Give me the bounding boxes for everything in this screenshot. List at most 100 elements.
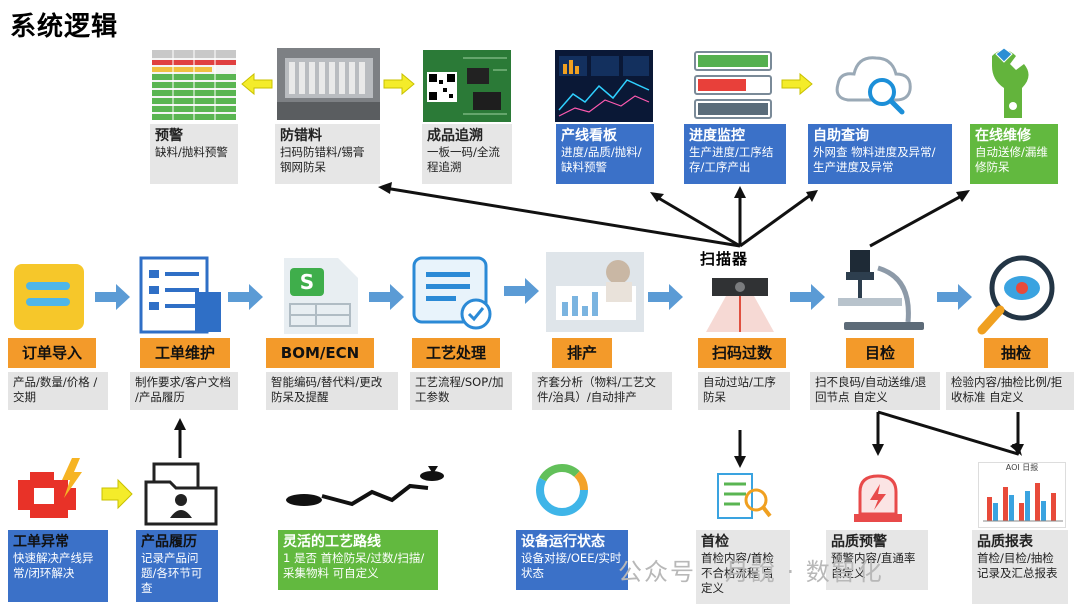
desc-scheduling: 齐套分析（物料/工艺文件/治具）/自动排产 [532, 372, 672, 410]
bottom-box-quality-alert: 品质预警 预警内容/直通率 自定义 [826, 530, 928, 590]
spreadsheet-graphic [152, 50, 236, 120]
yellow-arrow-left-2 [383, 72, 415, 96]
bottom-box-process-route: 灵活的工艺路线 1 是否 首检防呆/过数/扫描/采集物料 可自定义 [278, 530, 438, 590]
top-box-text: 一板一码/全流程追溯 [427, 145, 500, 174]
tag-work-order: 工单维护 [140, 338, 230, 368]
wrench-image [964, 40, 1044, 122]
bottom-box-head: 工单异常 [13, 534, 69, 550]
top-box-warning: 预警 缺料/抛料预警 [150, 124, 238, 184]
top-box-text: 缺料/抛料预警 [155, 145, 228, 159]
svg-text:S: S [300, 270, 314, 294]
yellow-arrow-right-1 [781, 72, 813, 96]
quality-alarm-icon [848, 470, 908, 524]
yellow-arrow-left-1 [241, 72, 273, 96]
top-box-text: 进度/品质/抛料/缺料预警 [561, 145, 642, 174]
bottom-box-text: 预警内容/直通率 自定义 [831, 551, 916, 580]
bottom-box-head: 设备运行状态 [521, 534, 605, 550]
order-import-icon [8, 260, 90, 334]
yellow-arrow-bottom [101, 478, 133, 510]
bottom-box-text: 1 是否 首检防呆/过数/扫描/采集物料 可自定义 [283, 551, 425, 580]
top-box-head: 自助查询 [813, 128, 869, 144]
top-box-online-repair: 在线维修 自动送修/漏维修防呆 [970, 124, 1058, 184]
process-route-icon [282, 462, 452, 512]
blue-arrow-3 [369, 284, 404, 310]
scanner-image: 扫描器 [692, 248, 788, 334]
top-box-text: 生产进度/工序结存/工序产出 [689, 145, 774, 174]
bottom-box-head: 灵活的工艺路线 [283, 534, 381, 550]
quality-report-chart: AOI 日报 [978, 462, 1066, 528]
top-box-progress: 进度监控 生产进度/工序结存/工序产出 [684, 124, 786, 184]
bottom-box-head: 品质报表 [977, 534, 1033, 550]
blue-arrow-5 [648, 284, 683, 310]
bom-spreadsheet-icon: S [276, 256, 366, 336]
work-order-icon [135, 256, 225, 336]
machine-graphic [277, 48, 380, 120]
progress-graphic [694, 51, 772, 119]
top-box-traceability: 成品追溯 一板一码/全流程追溯 [422, 124, 512, 184]
top-box-text: 外网查 物料进度及异常/生产进度及异常 [813, 145, 936, 174]
top-box-head: 产线看板 [561, 128, 617, 144]
warning-spreadsheet-image [152, 50, 236, 120]
top-box-anti-mistake: 防错料 扫码防错料/锡膏钢网防呆 [275, 124, 380, 184]
top-box-head: 成品追溯 [427, 128, 483, 144]
tag-scan-count: 扫码过数 [698, 338, 786, 368]
bottom-box-head: 产品履历 [141, 534, 197, 550]
pcb-qr-image [423, 50, 511, 122]
bottom-box-text: 首检/目检/抽检记录及汇总报表 [977, 551, 1058, 580]
tag-bom-ecn: BOM/ECN [266, 338, 374, 368]
top-box-head: 预警 [155, 128, 183, 144]
desc-bom-ecn: 智能编码/替代料/更改防呆及提醒 [266, 372, 398, 410]
bottom-box-text: 首检内容/首检不合格流程 自定义 [701, 551, 774, 595]
feeder-machine-image [277, 48, 380, 120]
process-document-icon [408, 256, 500, 336]
dashboard-graphic [555, 50, 653, 122]
dashboard-image [555, 50, 653, 122]
desc-work-order: 制作要求/客户文档 /产品履历 [130, 372, 238, 410]
desc-order-import: 产品/数量/价格 /交期 [8, 372, 108, 410]
scanner-label: 扫描器 [700, 250, 749, 268]
wrench-icon [992, 47, 1029, 118]
bottom-box-head: 品质预警 [831, 534, 887, 550]
bottom-box-head: 首检 [701, 534, 729, 550]
blue-arrow-7 [937, 284, 972, 310]
blue-arrow-4 [504, 278, 539, 304]
bottom-box-device-status: 设备运行状态 设备对接/OEE/实时状态 [516, 530, 628, 590]
tag-process: 工艺处理 [412, 338, 500, 368]
cloud-search-icon [835, 56, 912, 115]
bottom-box-order-exception: 工单异常 快速解决产线异常/闭环解决 [8, 530, 108, 602]
first-inspection-icon [714, 470, 774, 524]
watermark: 公众号 · 月說 · 数智化 [618, 558, 884, 586]
device-status-donut-icon [530, 458, 594, 522]
top-box-head: 防错料 [280, 128, 322, 144]
cloud-search-image [830, 40, 920, 120]
chart-mini-title: AOI 日报 [1005, 463, 1039, 472]
scheduling-photo [546, 252, 644, 332]
tag-scheduling: 排产 [552, 338, 612, 368]
desc-process: 工艺流程/SOP/加工参数 [410, 372, 512, 410]
bottom-box-text: 快速解决产线异常/闭环解决 [13, 551, 94, 580]
bottom-box-text: 设备对接/OEE/实时状态 [521, 551, 622, 580]
bottom-box-first-inspection: 首检 首检内容/首检不合格流程 自定义 [696, 530, 790, 604]
top-box-text: 扫码防错料/锡膏钢网防呆 [280, 145, 365, 174]
top-box-self-query: 自助查询 外网查 物料进度及异常/生产进度及异常 [808, 124, 952, 184]
desc-scan-count: 自动过站/工序防呆 [698, 372, 790, 410]
product-history-folder-icon [144, 462, 218, 526]
desc-sampling: 检验内容/抽检比例/拒收标准 自定义 [946, 372, 1074, 410]
top-box-head: 在线维修 [975, 128, 1031, 144]
tag-order-import: 订单导入 [8, 338, 96, 368]
page-title: 系统逻辑 [10, 12, 119, 42]
top-box-head: 进度监控 [689, 128, 745, 144]
engine-alert-icon [10, 458, 94, 524]
sampling-magnifier-icon [976, 252, 1062, 336]
blue-arrow-1 [95, 284, 130, 310]
tag-sampling: 抽检 [984, 338, 1048, 368]
top-box-line-board: 产线看板 进度/品质/抛料/缺料预警 [556, 124, 654, 184]
top-box-text: 自动送修/漏维修防呆 [975, 145, 1048, 174]
progress-bars-image [693, 50, 773, 122]
desc-visual-inspection: 扫不良码/自动送维/退回节点 自定义 [810, 372, 940, 410]
bottom-box-text: 记录产品问题/各环节可查 [141, 551, 203, 595]
bottom-box-product-history: 产品履历 记录产品问题/各环节可查 [136, 530, 218, 602]
blue-arrow-2 [228, 284, 263, 310]
pcb-graphic [423, 50, 511, 122]
